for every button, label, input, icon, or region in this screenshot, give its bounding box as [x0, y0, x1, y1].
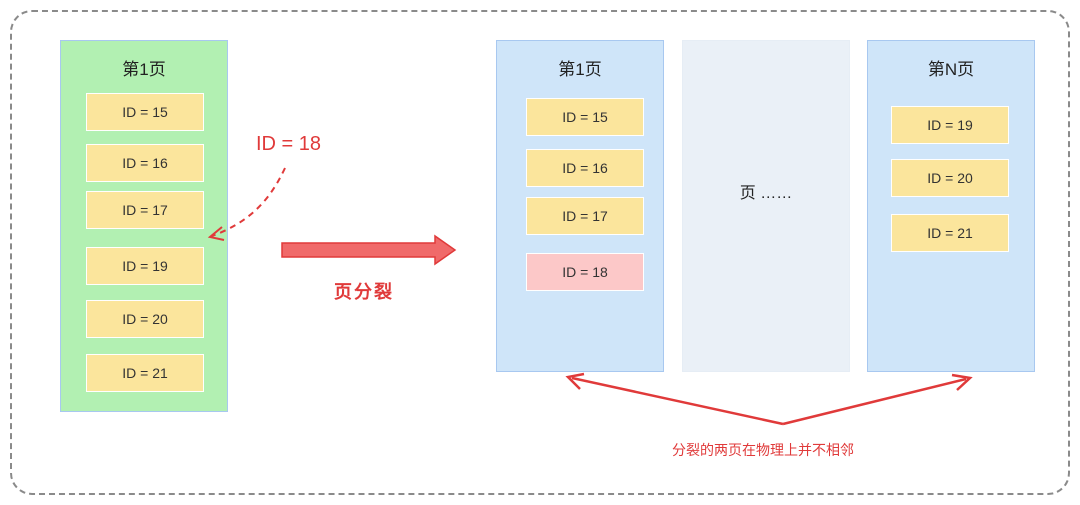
rightn-record-1: ID = 19	[891, 106, 1009, 144]
v-arrowhead-right	[951, 373, 973, 391]
split-label: 页分裂	[334, 282, 394, 302]
right-page-n-title: 第N页	[927, 60, 975, 79]
split-arrow	[281, 234, 457, 266]
middle-page: 页 ……	[682, 40, 850, 372]
right1-record-new: ID = 18	[526, 253, 644, 291]
left-record-1: ID = 15	[86, 93, 204, 131]
insert-arrow	[211, 167, 286, 237]
right-page-n: 第N页 ID = 19 ID = 20 ID = 21	[867, 40, 1035, 372]
v-arrow-right	[782, 377, 967, 426]
left-record-2: ID = 16	[86, 144, 204, 182]
insert-label: ID = 18	[256, 133, 322, 155]
bottom-note: 分裂的两页在物理上并不相邻	[672, 442, 854, 458]
right-page-1-title: 第1页	[558, 60, 602, 79]
insert-arrowhead	[207, 226, 225, 241]
outer-frame	[10, 10, 1070, 495]
left-page: 第1页 ID = 15 ID = 16 ID = 17 ID = 19 ID =…	[60, 40, 228, 412]
left-record-6: ID = 21	[86, 354, 204, 392]
rightn-record-2: ID = 20	[891, 159, 1009, 197]
left-record-5: ID = 20	[86, 300, 204, 338]
v-arrowhead-left	[565, 372, 585, 390]
v-arrow-left	[571, 376, 784, 426]
right1-record-1: ID = 15	[526, 98, 644, 136]
middle-page-text: 页 ……	[739, 185, 793, 202]
left-record-3: ID = 17	[86, 191, 204, 229]
left-page-title: 第1页	[122, 60, 166, 79]
right1-record-2: ID = 16	[526, 149, 644, 187]
rightn-record-3: ID = 21	[891, 214, 1009, 252]
right-page-1: 第1页 ID = 15 ID = 16 ID = 17 ID = 18	[496, 40, 664, 372]
right1-record-3: ID = 17	[526, 197, 644, 235]
left-record-4: ID = 19	[86, 247, 204, 285]
